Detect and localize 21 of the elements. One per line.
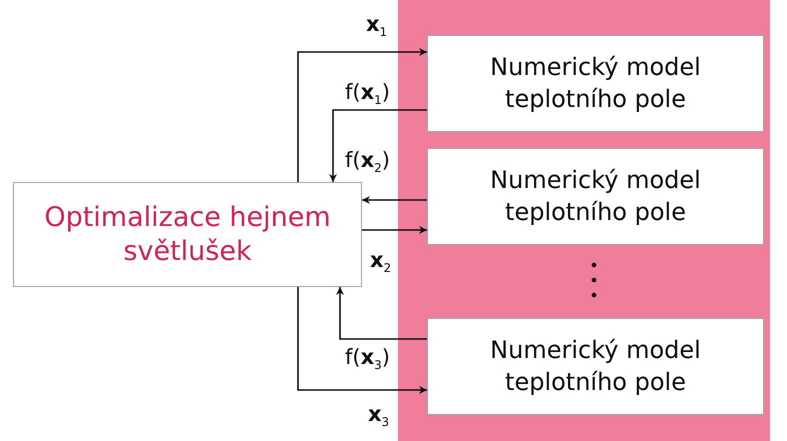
- panel-background: [398, 0, 770, 441]
- edge-label: x$_{3}$: [368, 404, 390, 428]
- box-label: Numerický model teplotního pole: [489, 335, 702, 398]
- process-box: [13, 182, 362, 287]
- process-box: [427, 318, 764, 415]
- process-box: [427, 35, 764, 132]
- edge-label: f(x$_{3}$): [345, 347, 390, 372]
- box-label: Numerický model teplotního pole: [489, 52, 702, 114]
- edge-label: f(x$_{1}$): [345, 82, 390, 106]
- edge-label: x$_{2}$: [370, 250, 392, 274]
- title-text: Optimalizace hejnem světlušek: [43, 200, 332, 268]
- process-box: [427, 148, 764, 245]
- arrow: [297, 48, 427, 182]
- arrow: [362, 226, 427, 234]
- arrow: [362, 196, 427, 204]
- arrow: [329, 109, 427, 182]
- edge-label: x$_{1}$: [366, 14, 388, 38]
- arrow: [336, 287, 427, 340]
- edge-label: f(x$_{2}$): [345, 150, 390, 174]
- box-label: Numerický model teplotního pole: [489, 165, 702, 228]
- arrow: [297, 287, 427, 394]
